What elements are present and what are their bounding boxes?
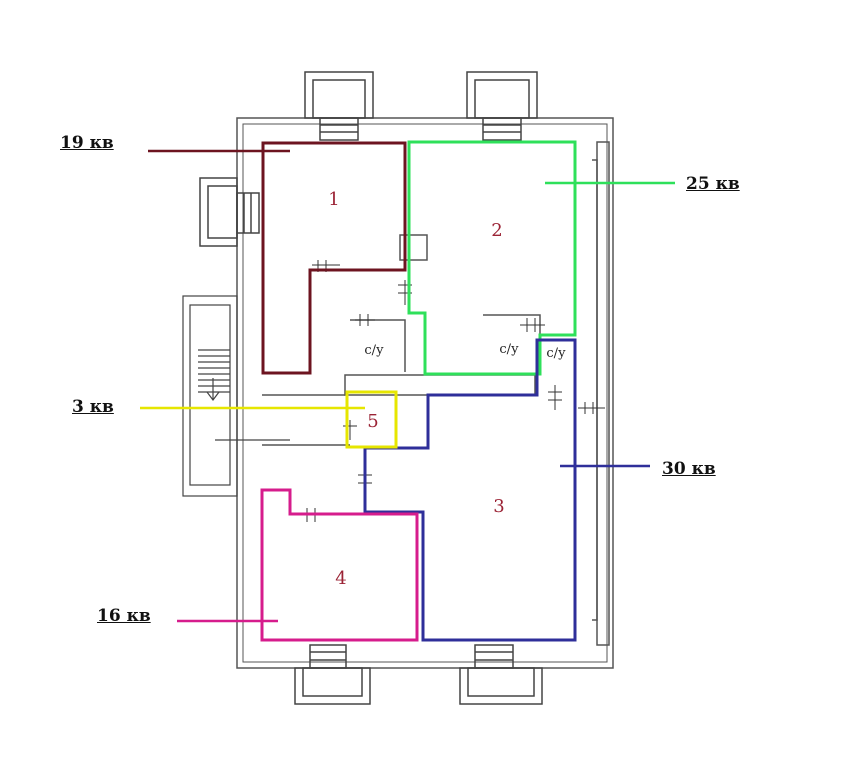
windows (199, 71, 543, 705)
room-4-outline[interactable] (260, 488, 419, 642)
label-3: 3 кв (72, 397, 114, 417)
room-2-outline[interactable] (407, 140, 577, 376)
room-1-outline[interactable] (261, 141, 407, 375)
room-5-outline[interactable] (345, 390, 398, 449)
staircase (182, 295, 290, 497)
label-19: 19 кв (60, 133, 114, 153)
room-number-1: 1 (328, 189, 339, 210)
bathroom-label: с/у (546, 346, 566, 361)
room-number-2: 2 (491, 220, 502, 241)
room-number-3: 3 (493, 496, 504, 517)
room-3-outline[interactable] (363, 338, 577, 642)
label-16: 16 кв (97, 606, 151, 626)
building-walls (236, 117, 614, 669)
room-number-4: 4 (335, 568, 346, 589)
room-number-5: 5 (367, 411, 378, 432)
bathroom-label: с/у (499, 342, 519, 357)
label-30: 30 кв (662, 459, 716, 479)
bathroom-label: с/у (364, 343, 384, 358)
label-25: 25 кв (686, 174, 740, 194)
